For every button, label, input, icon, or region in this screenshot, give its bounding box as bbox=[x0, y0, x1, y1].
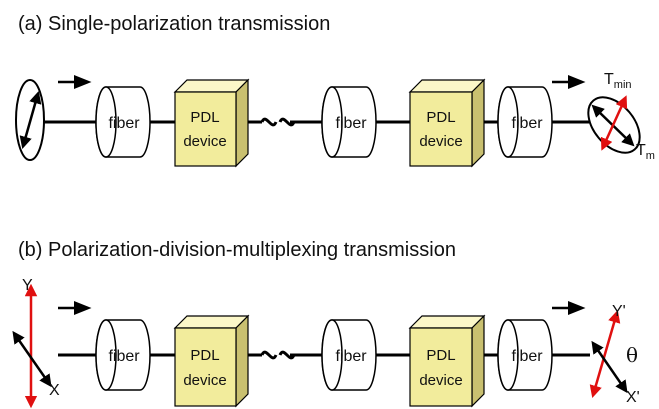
section-b-link-break-symbol bbox=[260, 350, 296, 360]
fiber-label: fiber bbox=[108, 348, 140, 365]
device-label-line1: PDL bbox=[190, 347, 219, 364]
device-label-line2: device bbox=[183, 372, 226, 389]
fiber-label: fiber bbox=[511, 115, 543, 132]
section-a: (a) Single-polarization transmission fib… bbox=[15, 13, 655, 168]
input-y-label: Y bbox=[22, 277, 33, 294]
fiber-label: fiber bbox=[511, 348, 543, 365]
section-b-fiber-3: fiber bbox=[497, 319, 553, 391]
device-label-line1: PDL bbox=[190, 109, 219, 126]
section-a-caption: (a) Single-polarization transmission bbox=[18, 13, 330, 35]
section-b-fiber-2: fiber bbox=[321, 319, 377, 391]
section-a-fiber-1: fiber bbox=[95, 86, 151, 158]
device-label-line1: PDL bbox=[426, 109, 455, 126]
output-y-label: Y' bbox=[612, 303, 626, 320]
device-label-line1: PDL bbox=[426, 347, 455, 364]
tmin-label: Tmin bbox=[604, 71, 632, 91]
section-b-fiber-1: fiber bbox=[95, 319, 151, 391]
section-a-link-break-symbol bbox=[260, 117, 296, 127]
section-a-input-polarization bbox=[15, 79, 45, 161]
theta-label: θ bbox=[626, 343, 638, 367]
section-a-pdl-device-2: PDL device bbox=[408, 78, 486, 168]
input-x-label: X bbox=[49, 382, 60, 399]
fiber-label: fiber bbox=[335, 115, 367, 132]
tmax-label: Tm bbox=[636, 142, 655, 162]
section-b: (b) Polarization-division-multiplexing t… bbox=[12, 239, 640, 409]
section-b-caption: (b) Polarization-division-multiplexing t… bbox=[18, 239, 456, 261]
fiber-label: fiber bbox=[335, 348, 367, 365]
section-b-output-polarization-axes: Y' X' θ bbox=[589, 303, 640, 406]
device-label-line2: device bbox=[183, 133, 226, 150]
output-x-label: X' bbox=[626, 389, 640, 406]
section-b-input-polarization-axes: Y X bbox=[12, 277, 60, 409]
section-b-pdl-device-1: PDL device bbox=[173, 314, 250, 408]
section-b-pdl-device-2: PDL device bbox=[408, 314, 486, 408]
device-label-line2: device bbox=[419, 372, 462, 389]
device-label-line2: device bbox=[419, 133, 462, 150]
section-a-fiber-3: fiber bbox=[497, 86, 553, 158]
section-a-output-polarization: Tmin Tm bbox=[587, 71, 655, 162]
section-a-pdl-device-1: PDL device bbox=[173, 78, 250, 168]
fiber-label: fiber bbox=[108, 115, 140, 132]
section-a-fiber-2: fiber bbox=[321, 86, 377, 158]
